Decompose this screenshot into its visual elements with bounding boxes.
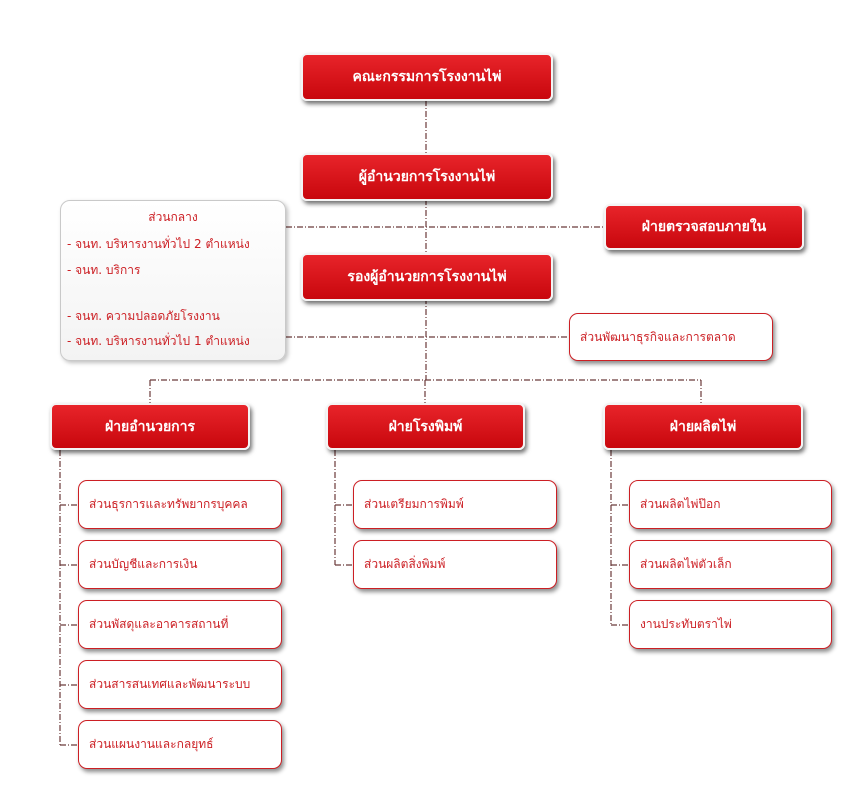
unit-label: ส่วนผลิตไพ่ตัวเล็ก <box>640 557 732 571</box>
unit-box: ส่วนแผนงานและกลยุทธ์ <box>78 720 282 769</box>
unit-box: ส่วนบัญชีและการเงิน <box>78 540 282 589</box>
director-label: ผู้อำนวยการโรงงานไพ่ <box>358 169 496 185</box>
unit-box: ส่วนเตรียมการพิมพ์ <box>353 480 557 529</box>
department-label: ฝ่ายโรงพิมพ์ <box>388 418 463 435</box>
unit-label: งานประทับตราไพ่ <box>640 617 732 631</box>
unit-box: ส่วนผลิตไพ่ตัวเล็ก <box>629 540 832 589</box>
unit-box: ส่วนสารสนเทศและพัฒนาระบบ <box>78 660 282 709</box>
unit-box: ส่วนผลิตสิ่งพิมพ์ <box>353 540 557 589</box>
unit-box: งานประทับตราไพ่ <box>629 600 832 649</box>
board-box: คณะกรรมการโรงงานไพ่ <box>301 53 553 101</box>
unit-label: ส่วนแผนงานและกลยุทธ์ <box>89 737 214 751</box>
unit-label: ส่วนผลิตไพ่ป๊อก <box>640 497 721 511</box>
unit-label: ส่วนสารสนเทศและพัฒนาระบบ <box>89 677 251 691</box>
unit-label: ส่วนผลิตสิ่งพิมพ์ <box>364 557 446 571</box>
unit-label: ส่วนธุรการและทรัพยากรบุคคล <box>89 497 248 511</box>
department-admin-box: ฝ่ายอำนวยการ <box>50 403 250 450</box>
central-line: - จนท. บริการ <box>67 263 141 277</box>
business-dev-label: ส่วนพัฒนาธุรกิจและการตลาด <box>580 329 736 344</box>
unit-label: ส่วนพัสดุและอาคารสถานที่ <box>89 617 229 631</box>
central-line: - จนท. ความปลอดภัยโรงงาน <box>67 309 220 323</box>
deputy-box: รองผู้อำนวยการโรงงานไพ่ <box>301 253 553 301</box>
unit-box: ส่วนผลิตไพ่ป๊อก <box>629 480 832 529</box>
department-printing-box: ฝ่ายโรงพิมพ์ <box>326 403 525 450</box>
central-title: ส่วนกลาง <box>148 210 198 224</box>
business-dev-box: ส่วนพัฒนาธุรกิจและการตลาด <box>569 313 773 361</box>
audit-box: ฝ่ายตรวจสอบภายใน <box>604 204 804 250</box>
unit-box: ส่วนธุรการและทรัพยากรบุคคล <box>78 480 282 529</box>
board-label: คณะกรรมการโรงงานไพ่ <box>352 69 502 85</box>
central-line: - จนท. บริหารงานทั่วไป 2 ตำแหน่ง <box>67 237 250 251</box>
unit-label: ส่วนบัญชีและการเงิน <box>89 557 198 571</box>
central-line: - จนท. บริหารงานทั่วไป 1 ตำแหน่ง <box>67 334 250 348</box>
central-staff-box: ส่วนกลาง - จนท. บริหารงานทั่วไป 2 ตำแหน่… <box>60 200 286 361</box>
director-box: ผู้อำนวยการโรงงานไพ่ <box>301 153 553 201</box>
audit-label: ฝ่ายตรวจสอบภายใน <box>641 219 767 235</box>
unit-label: ส่วนเตรียมการพิมพ์ <box>364 497 464 511</box>
department-label: ฝ่ายผลิตไพ่ <box>669 418 737 435</box>
unit-box: ส่วนพัสดุและอาคารสถานที่ <box>78 600 282 649</box>
department-cards-box: ฝ่ายผลิตไพ่ <box>603 403 803 450</box>
department-label: ฝ่ายอำนวยการ <box>104 418 196 435</box>
deputy-label: รองผู้อำนวยการโรงงานไพ่ <box>347 269 507 285</box>
